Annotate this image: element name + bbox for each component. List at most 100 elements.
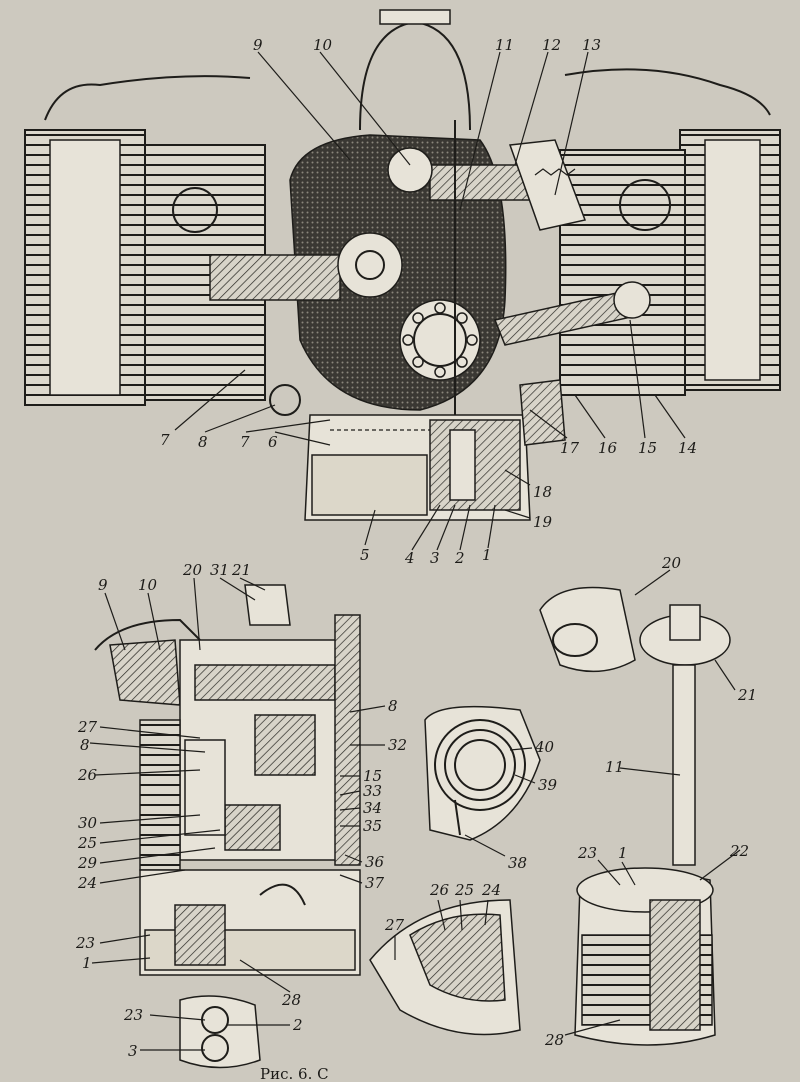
- camshaft-bearing: [387, 147, 433, 193]
- label-h24: 24: [481, 881, 501, 899]
- gear-21-hub: [669, 604, 701, 641]
- crank-web-upper: [254, 714, 316, 776]
- pump-section-cut: [649, 899, 701, 1031]
- bearing-race: [413, 313, 467, 367]
- half-shell: [369, 899, 521, 1036]
- label-s37: 37: [365, 874, 385, 892]
- label-h26: 26: [429, 881, 450, 899]
- label-19: 19: [533, 513, 553, 531]
- label-5: 5: [360, 546, 370, 564]
- label-s24: 24: [77, 874, 97, 892]
- label-s15: 15: [363, 767, 382, 785]
- label-1: 1: [482, 546, 492, 564]
- label-18: 18: [533, 483, 552, 501]
- label-m38: 38: [508, 854, 527, 872]
- label-s34: 34: [363, 799, 382, 817]
- label-s33: 33: [363, 782, 382, 800]
- label-s31: 31: [210, 561, 229, 579]
- bearing-detail: [424, 705, 541, 841]
- half-shell-section: [409, 913, 506, 1002]
- top-engine-section: [24, 9, 781, 521]
- top-loop: [359, 20, 471, 131]
- label-s36: 36: [365, 853, 385, 871]
- label-7a: 7: [160, 431, 170, 449]
- label-15: 15: [638, 439, 657, 457]
- label-2: 2: [454, 549, 465, 567]
- oil-channel-38: [454, 799, 461, 836]
- bearing-cover-plate: [424, 705, 541, 841]
- label-r11: 11: [605, 758, 624, 776]
- label-s21: 21: [231, 561, 251, 579]
- label-r22: 22: [729, 842, 749, 860]
- label-7b: 7: [240, 433, 250, 451]
- label-r28: 28: [544, 1031, 564, 1049]
- side-oil-return: [259, 883, 306, 906]
- side-gallery-9-10: [109, 639, 181, 706]
- label-3: 3: [430, 549, 440, 567]
- oil-pressure-valve: [508, 139, 587, 231]
- side-cover-plate: [334, 614, 361, 866]
- label-r20: 20: [661, 554, 682, 572]
- label-10: 10: [313, 36, 333, 54]
- pump-shaft-11: [672, 664, 696, 866]
- camshaft-side: [194, 664, 336, 701]
- label-s28: 28: [281, 991, 301, 1009]
- label-s8b: 8: [388, 697, 398, 715]
- top-labels: 9 10 11 12 13 7 8 7 6 17 16 15 14 18 19 …: [160, 36, 697, 567]
- label-17: 17: [560, 439, 580, 457]
- left-valve-port: [172, 187, 218, 233]
- mid-labels: 40 39 38: [508, 738, 558, 872]
- side-labels: 9 10 20 31 21 27 8 26 30 25 29 24 23 1 2…: [75, 561, 407, 1060]
- label-s29: 29: [77, 854, 98, 872]
- oil-filter: [519, 379, 566, 446]
- side-oil-pipe: [94, 618, 201, 651]
- label-s32: 32: [388, 736, 407, 754]
- valve-spring: [534, 168, 576, 176]
- label-s27: 27: [77, 718, 98, 736]
- pulley-8: [269, 384, 301, 416]
- distributor-gear-top: [244, 584, 291, 626]
- side-section: [94, 584, 361, 1069]
- label-6: 6: [268, 433, 278, 451]
- bearing-inner-ring: [454, 739, 506, 791]
- label-r1: 1: [618, 844, 628, 862]
- label-s23: 23: [75, 934, 95, 952]
- label-m40: 40: [534, 738, 555, 756]
- label-s30: 30: [78, 814, 98, 832]
- gear-20-bore: [552, 623, 598, 657]
- right-head-body: [704, 139, 761, 381]
- label-s25: 25: [77, 834, 97, 852]
- right-piston-pin: [613, 281, 651, 319]
- helical-gear-20: [539, 586, 636, 673]
- label-16: 16: [598, 439, 618, 457]
- side-oil-pump: [174, 904, 226, 966]
- right-leaders: [564, 569, 741, 1036]
- label-m39: 39: [538, 776, 558, 794]
- label-h27: 27: [384, 916, 405, 934]
- label-s20: 20: [182, 561, 203, 579]
- label-s23b: 23: [123, 1006, 143, 1024]
- top-clamp: [379, 9, 451, 25]
- left-crankpin: [337, 232, 403, 298]
- label-8a: 8: [198, 433, 208, 451]
- pump-gear-lower: [201, 1034, 229, 1062]
- bearing-middle-ring: [444, 729, 516, 801]
- flywheel-side: [139, 719, 181, 871]
- label-4: 4: [404, 549, 415, 567]
- label-h25: 25: [454, 881, 474, 899]
- bearing-outer-ring: [434, 719, 526, 811]
- left-plug-wire: [44, 75, 251, 121]
- label-9: 9: [253, 36, 263, 54]
- left-connecting-rod: [209, 254, 341, 301]
- label-s35: 35: [363, 817, 382, 835]
- mid-leaders: [464, 747, 536, 857]
- crank-web-lower: [224, 804, 281, 851]
- shell-leaders: [394, 899, 489, 960]
- label-s8: 8: [80, 736, 90, 754]
- label-s26: 26: [77, 766, 98, 784]
- oil-pump-gear-stack: [449, 429, 476, 501]
- side-leaders: [89, 577, 386, 1051]
- label-11: 11: [495, 36, 514, 54]
